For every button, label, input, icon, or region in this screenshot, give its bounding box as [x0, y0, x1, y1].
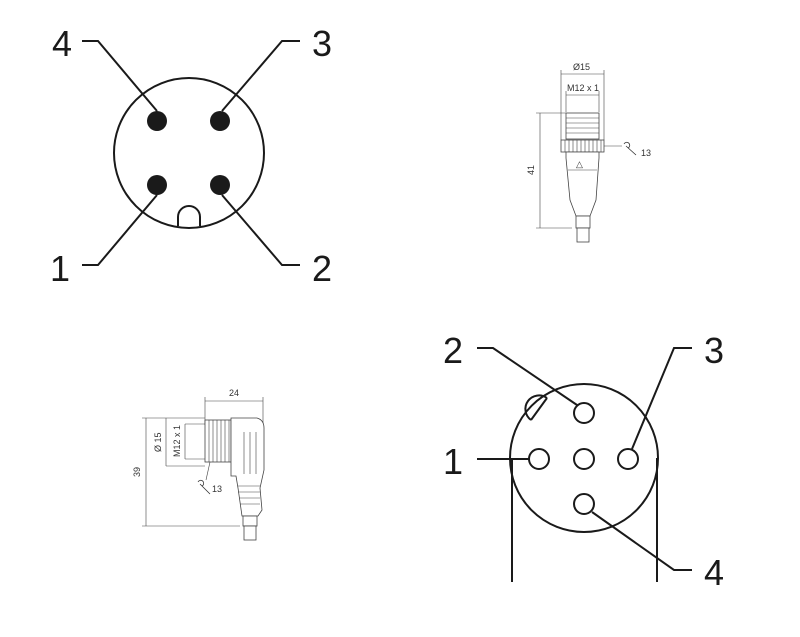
- cable-gland: [575, 215, 591, 229]
- male-pin-1: [147, 175, 167, 195]
- straight-connector-drawing: Ø15 M12 x 1 41 △ 13: [526, 62, 651, 243]
- male-coding-key: [177, 205, 201, 226]
- female-label-2: 2: [443, 330, 463, 371]
- female-pin-2: [573, 402, 595, 424]
- male-label-2: 2: [312, 248, 332, 289]
- male-label-3: 3: [312, 23, 332, 64]
- female-leader-2: [477, 347, 578, 406]
- male-leader-4: [82, 40, 158, 112]
- male-label-1: 1: [50, 248, 70, 289]
- female-5pin-face: 2 3 1 4: [443, 330, 724, 593]
- female-label-1: 1: [443, 441, 463, 482]
- wrench-size: 13: [641, 148, 651, 158]
- male-leader-1: [82, 194, 158, 266]
- dim-diameter: Ø15: [573, 62, 590, 72]
- male-leader-2: [221, 194, 300, 266]
- male-pin-3: [210, 111, 230, 131]
- dim-diameter: Ø 15: [153, 432, 163, 452]
- female-coding-key: [524, 394, 548, 421]
- male-pin-4: [147, 111, 167, 131]
- dim-width: 24: [229, 388, 239, 398]
- female-leader-4: [591, 511, 692, 571]
- angled-body: [230, 417, 265, 517]
- female-pin-5: [573, 448, 595, 470]
- dim-length: 41: [526, 165, 536, 175]
- male-face-outline: [113, 77, 265, 229]
- male-label-4: 4: [52, 23, 72, 64]
- wrench-size: 13: [212, 484, 222, 494]
- knurled-nut: [204, 419, 232, 463]
- knurled-nut: [560, 139, 605, 153]
- wrench-icon: [623, 141, 637, 156]
- female-face-outline: [509, 383, 659, 533]
- thread-body: [565, 112, 600, 140]
- orientation-mark: △: [576, 159, 583, 169]
- female-pin-1: [528, 448, 550, 470]
- dim-thread: M12 x 1: [172, 425, 182, 457]
- dim-thread: M12 x 1: [567, 83, 599, 93]
- wrench-icon: [197, 479, 211, 495]
- male-leader-3: [221, 40, 300, 112]
- dim-length: 39: [132, 467, 142, 477]
- angled-connector-drawing: 24 39 Ø 15 M12 x 1 13: [132, 388, 265, 541]
- female-label-4: 4: [704, 552, 724, 593]
- male-pin-2: [210, 175, 230, 195]
- male-4pin-face: 4 3 1 2: [50, 23, 332, 289]
- female-pin-3: [617, 448, 639, 470]
- cable-gland: [242, 515, 258, 527]
- female-label-3: 3: [704, 330, 724, 371]
- female-pin-4: [573, 493, 595, 515]
- cable: [576, 227, 590, 243]
- cable: [243, 525, 257, 541]
- female-leader-3: [631, 347, 692, 450]
